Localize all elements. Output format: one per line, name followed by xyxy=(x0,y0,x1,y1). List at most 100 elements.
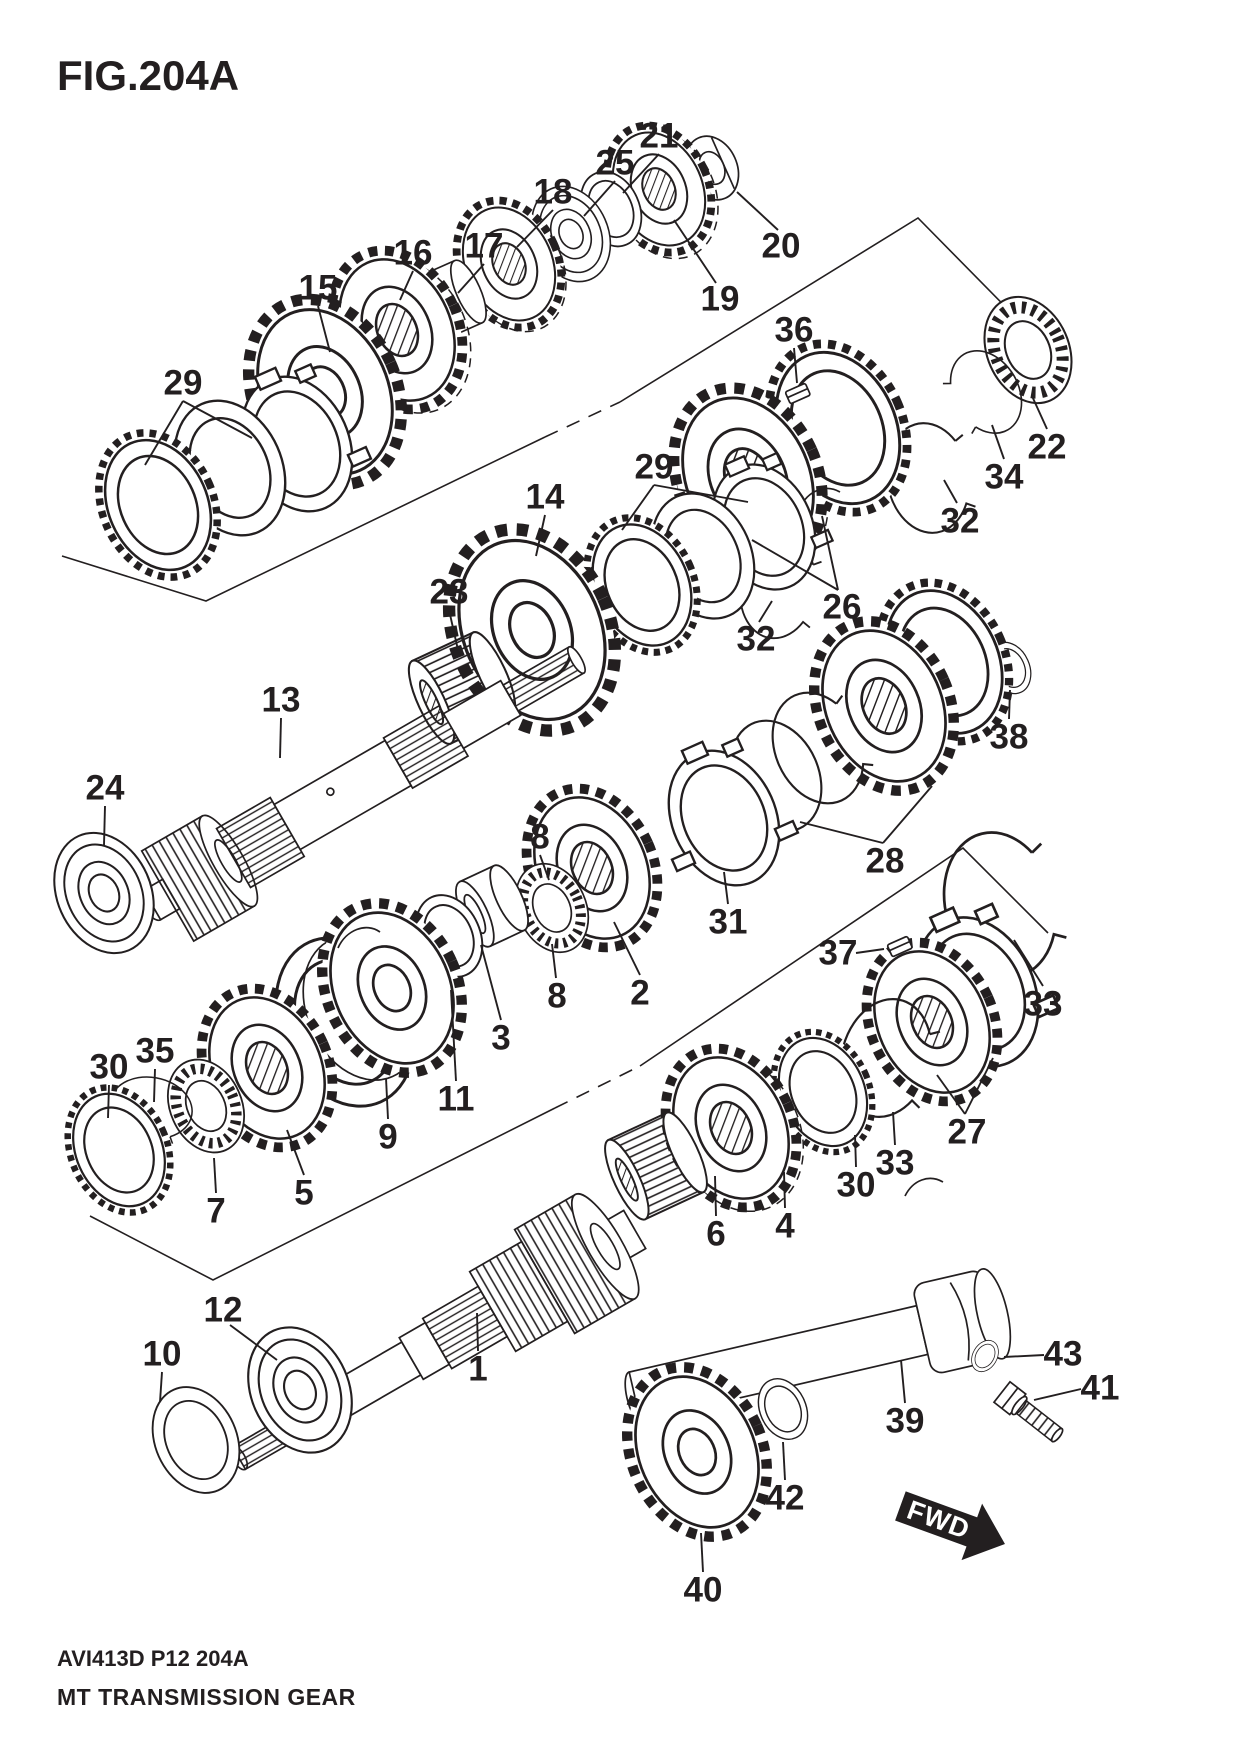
leader-line-36 xyxy=(793,347,798,384)
leader-line-26 xyxy=(751,539,839,591)
callout-21: 21 xyxy=(640,117,679,156)
callout-35: 35 xyxy=(136,1032,175,1071)
leader-line-20 xyxy=(736,191,779,231)
leader-line-38 xyxy=(1008,689,1011,720)
leader-line-13 xyxy=(279,717,282,759)
callout-25: 25 xyxy=(596,144,635,183)
callout-38: 38 xyxy=(990,718,1029,757)
bolt-41 xyxy=(992,1380,1064,1443)
callout-9: 9 xyxy=(378,1118,397,1157)
callout-15: 15 xyxy=(299,269,338,308)
figure-footer: AVI413D P12 204A MT TRANSMISSION GEAR xyxy=(57,1640,356,1716)
callout-30a: 30 xyxy=(90,1048,129,1087)
seal-ring-10 xyxy=(135,1372,257,1508)
callout-6: 6 xyxy=(706,1215,725,1254)
callout-22: 22 xyxy=(1028,428,1067,467)
leader-line-37 xyxy=(855,948,885,954)
callout-17: 17 xyxy=(465,227,504,266)
leader-line-15 xyxy=(317,305,331,353)
leader-line-29a xyxy=(182,400,253,439)
fwd-arrow-label: FWD xyxy=(903,1495,974,1545)
figure-name: MT TRANSMISSION GEAR xyxy=(57,1684,356,1710)
leader-line-7 xyxy=(213,1157,217,1194)
needle-bearing-22 xyxy=(968,283,1087,417)
leader-line-28 xyxy=(799,821,884,844)
callout-32b: 32 xyxy=(941,502,980,541)
callout-28: 28 xyxy=(866,842,905,881)
callout-37: 37 xyxy=(819,934,858,973)
callout-41: 41 xyxy=(1081,1369,1120,1408)
leader-line-42 xyxy=(782,1441,786,1481)
leader-line-31 xyxy=(723,871,729,905)
leader-line-29a xyxy=(144,400,184,466)
callout-32a: 32 xyxy=(737,620,776,659)
leader-line-29b xyxy=(621,484,655,531)
leader-line-27 xyxy=(964,1057,994,1115)
figure-title: FIG.204A xyxy=(57,52,240,99)
gear-4 xyxy=(641,1028,827,1233)
leader-line-8b xyxy=(551,943,557,979)
leader-line-24 xyxy=(103,805,106,846)
leader-line-34 xyxy=(991,424,1005,460)
callout-10: 10 xyxy=(143,1335,182,1374)
callout-18: 18 xyxy=(534,173,573,212)
callout-29b: 29 xyxy=(635,448,674,487)
leader-line-35 xyxy=(153,1068,156,1103)
leader-line-33b xyxy=(1013,939,1044,987)
callout-12: 12 xyxy=(204,1291,243,1330)
leader-line-33a xyxy=(892,1111,896,1146)
leader-line-19 xyxy=(673,219,717,284)
leader-line-18 xyxy=(516,209,554,248)
leader-line-16 xyxy=(399,270,414,301)
callout-14: 14 xyxy=(526,478,565,517)
leader-line-28 xyxy=(882,785,933,844)
leader-line-32b xyxy=(943,479,958,504)
callout-5: 5 xyxy=(294,1174,313,1213)
callout-43: 43 xyxy=(1044,1335,1083,1374)
callout-7: 7 xyxy=(206,1192,225,1231)
callout-16: 16 xyxy=(394,234,433,273)
figure-code: AVI413D P12 204A xyxy=(57,1646,249,1671)
callout-33b: 33 xyxy=(1024,985,1063,1024)
callout-20: 20 xyxy=(762,227,801,266)
leader-line-8a xyxy=(539,854,550,881)
leader-line-25 xyxy=(583,180,616,217)
callout-19: 19 xyxy=(701,280,740,319)
leader-line-40 xyxy=(700,1532,704,1573)
callout-27: 27 xyxy=(948,1113,987,1152)
gear-40 xyxy=(601,1345,792,1559)
leader-line-12 xyxy=(229,1324,278,1361)
callout-26: 26 xyxy=(823,588,862,627)
leader-line-6 xyxy=(714,1175,717,1217)
callout-39: 39 xyxy=(886,1402,925,1441)
callout-31: 31 xyxy=(709,903,748,942)
callout-8a: 8 xyxy=(530,818,549,857)
callout-3: 3 xyxy=(491,1019,510,1058)
callout-24: 24 xyxy=(86,769,125,808)
leader-line-23 xyxy=(448,609,459,651)
leader-line-27 xyxy=(936,1074,966,1115)
callout-13: 13 xyxy=(262,681,301,720)
callout-29a: 29 xyxy=(164,364,203,403)
leader-line-30a xyxy=(107,1084,110,1119)
leader-line-17 xyxy=(457,263,485,294)
callout-4: 4 xyxy=(775,1207,795,1246)
leader-line-14 xyxy=(535,514,546,557)
callout-40: 40 xyxy=(684,1571,723,1610)
callout-2: 2 xyxy=(630,974,649,1013)
leader-line-5 xyxy=(286,1129,305,1176)
callout-11: 11 xyxy=(438,1080,475,1119)
leader-line-11 xyxy=(450,989,457,1082)
leader-line-43 xyxy=(1003,1354,1045,1358)
callout-42: 42 xyxy=(766,1479,805,1518)
leader-line-21 xyxy=(622,153,660,194)
leader-line-39 xyxy=(900,1359,906,1404)
callout-34: 34 xyxy=(985,458,1024,497)
fwd-arrow: FWD xyxy=(895,1491,1005,1561)
leader-line-26 xyxy=(821,515,839,591)
leader-line-32a xyxy=(758,600,773,623)
callout-23: 23 xyxy=(430,573,469,612)
leader-line-3 xyxy=(480,944,502,1021)
